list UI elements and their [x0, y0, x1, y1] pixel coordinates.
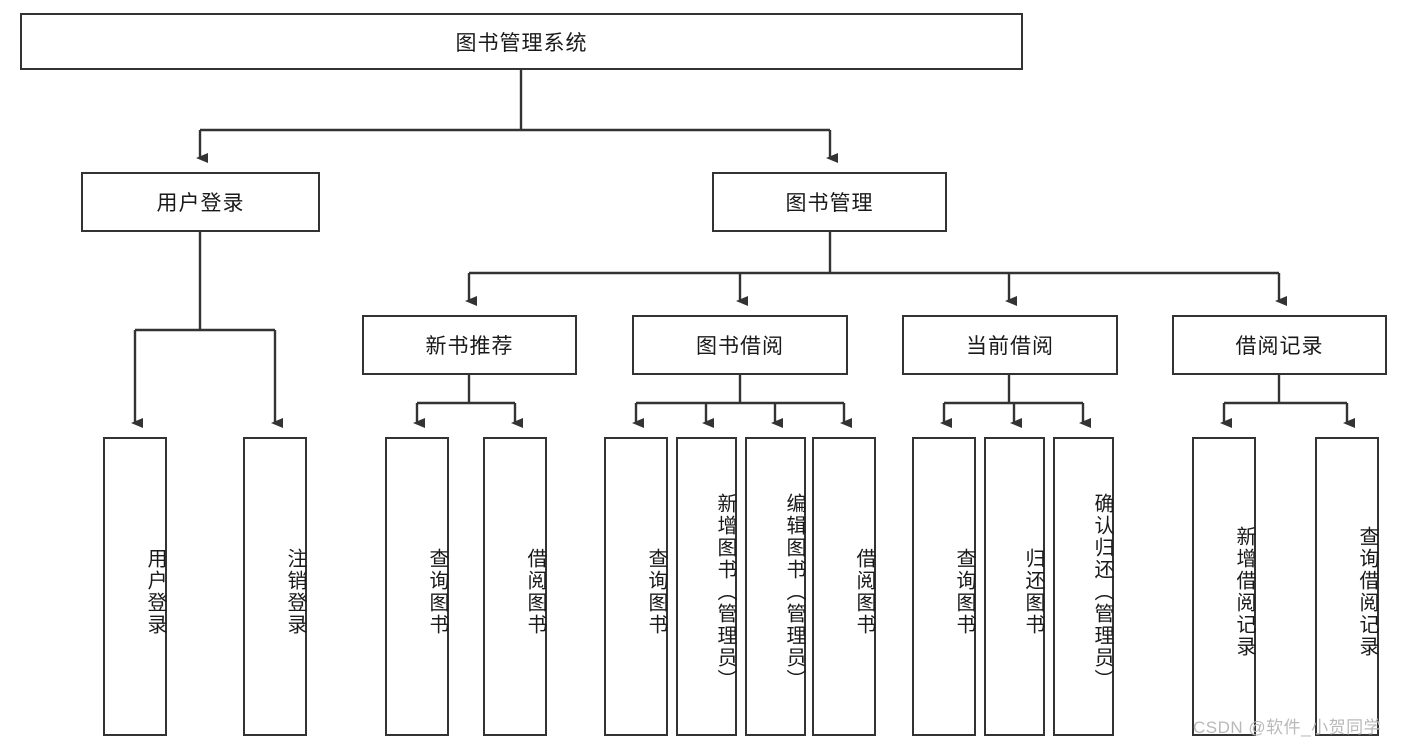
node-leaf-add-record-label: 新增借阅记录: [1233, 525, 1255, 658]
node-leaf-user-login[interactable]: 用户登录: [103, 437, 167, 736]
node-book-manage-label: 图书管理: [785, 192, 874, 215]
node-book-borrow-label: 图书借阅: [696, 335, 784, 358]
node-leaf-query-book-2[interactable]: 查询图书: [604, 437, 668, 736]
node-root-label: 图书管理系统: [455, 31, 588, 55]
node-leaf-borrow-book-1-label: 借阅图书: [524, 547, 546, 636]
node-leaf-edit-book-label: 编辑图书（管理员）: [783, 492, 805, 691]
node-leaf-confirm-return-label: 确认归还（管理员）: [1091, 492, 1113, 691]
node-leaf-borrow-book-2-label: 借阅图书: [853, 547, 875, 636]
node-leaf-query-book-3[interactable]: 查询图书: [912, 437, 976, 736]
node-leaf-return-book[interactable]: 归还图书: [984, 437, 1045, 736]
node-current-borrow-label: 当前借阅: [966, 335, 1054, 358]
node-borrow-record[interactable]: 借阅记录: [1172, 315, 1387, 375]
node-leaf-query-book-1-label: 查询图书: [426, 547, 448, 636]
node-leaf-user-login-label: 用户登录: [144, 547, 166, 636]
node-leaf-confirm-return[interactable]: 确认归还（管理员）: [1053, 437, 1114, 736]
node-leaf-add-book-label: 新增图书（管理员）: [714, 492, 736, 691]
node-leaf-add-record[interactable]: 新增借阅记录: [1192, 437, 1256, 736]
node-book-borrow[interactable]: 图书借阅: [632, 315, 848, 375]
node-current-borrow[interactable]: 当前借阅: [902, 315, 1118, 375]
node-user-login-label: 用户登录: [156, 192, 245, 215]
node-leaf-borrow-book-1[interactable]: 借阅图书: [483, 437, 547, 736]
node-root[interactable]: 图书管理系统: [20, 13, 1023, 70]
node-new-book-recommend[interactable]: 新书推荐: [362, 315, 577, 375]
node-leaf-query-record[interactable]: 查询借阅记录: [1315, 437, 1379, 736]
node-leaf-user-logout-label: 注销登录: [284, 547, 306, 636]
node-leaf-return-book-label: 归还图书: [1022, 547, 1044, 636]
node-borrow-record-label: 借阅记录: [1235, 335, 1324, 358]
node-user-login[interactable]: 用户登录: [81, 172, 320, 232]
watermark-text: CSDN @软件_小贺同学: [1193, 718, 1382, 737]
node-book-manage[interactable]: 图书管理: [712, 172, 947, 232]
node-leaf-add-book[interactable]: 新增图书（管理员）: [676, 437, 737, 736]
node-leaf-query-book-3-label: 查询图书: [953, 547, 975, 636]
node-leaf-query-book-2-label: 查询图书: [645, 547, 667, 636]
node-leaf-user-logout[interactable]: 注销登录: [243, 437, 307, 736]
node-leaf-query-record-label: 查询借阅记录: [1356, 525, 1378, 658]
node-leaf-query-book-1[interactable]: 查询图书: [385, 437, 449, 736]
node-new-book-recommend-label: 新书推荐: [425, 335, 514, 358]
node-leaf-borrow-book-2[interactable]: 借阅图书: [812, 437, 876, 736]
node-leaf-edit-book[interactable]: 编辑图书（管理员）: [745, 437, 806, 736]
